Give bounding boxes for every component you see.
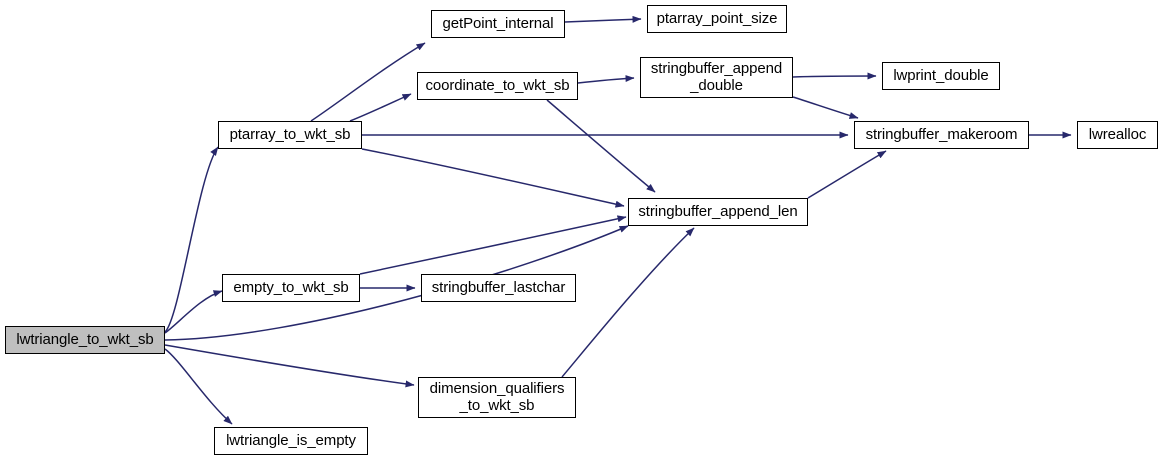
call-edge	[164, 146, 219, 333]
graph-node-empty-to-wkt-sb[interactable]: empty_to_wkt_sb	[222, 274, 360, 302]
graph-node-ptarray-point-size[interactable]: ptarray_point_size	[647, 5, 787, 33]
graph-node-stringbuffer-append-double[interactable]: stringbuffer_append _double	[640, 57, 793, 98]
call-edge	[546, 99, 656, 193]
call-edge	[164, 344, 415, 388]
graph-node-lwtriangle-to-wkt-sb[interactable]: lwtriangle_to_wkt_sb	[5, 326, 165, 354]
call-edge	[792, 72, 877, 80]
graph-node-label: ptarray_to_wkt_sb	[229, 125, 351, 143]
graph-node-label: stringbuffer_lastchar	[431, 278, 566, 296]
call-edge	[359, 215, 627, 275]
graph-node-label: coordinate_to_wkt_sb	[425, 76, 570, 94]
graph-node-coordinate-to-wkt-sb[interactable]: coordinate_to_wkt_sb	[417, 72, 578, 100]
graph-node-ptarray-to-wkt-sb[interactable]: ptarray_to_wkt_sb	[218, 121, 362, 149]
call-edge	[164, 290, 223, 334]
graph-node-label: getPoint_internal	[442, 14, 554, 32]
call-edge	[807, 150, 887, 199]
graph-node-lwtriangle-is-empty[interactable]: lwtriangle_is_empty	[214, 427, 368, 455]
call-edge	[577, 75, 635, 84]
graph-node-label: stringbuffer_append_len	[638, 202, 798, 220]
graph-node-label: stringbuffer_makeroom	[865, 125, 1018, 143]
graph-node-label: stringbuffer_append _double	[650, 59, 783, 94]
graph-node-label: ptarray_point_size	[656, 9, 778, 27]
graph-node-label: lwrealloc	[1088, 125, 1147, 143]
call-edge	[349, 93, 412, 122]
graph-node-lwrealloc[interactable]: lwrealloc	[1077, 121, 1158, 149]
call-edge	[564, 15, 642, 23]
graph-node-label: empty_to_wkt_sb	[233, 278, 349, 296]
call-edge	[561, 227, 695, 378]
graph-node-lwprint-double[interactable]: lwprint_double	[882, 62, 1000, 90]
graph-node-label: lwtriangle_is_empty	[226, 431, 356, 449]
call-edge	[361, 148, 625, 208]
graph-node-getPoint-internal[interactable]: getPoint_internal	[431, 10, 565, 38]
graph-node-label: lwprint_double	[893, 66, 989, 84]
graph-node-stringbuffer-lastchar[interactable]: stringbuffer_lastchar	[421, 274, 576, 302]
graph-node-dimension-qualifiers-to-wkt-sb[interactable]: dimension_qualifiers _to_wkt_sb	[418, 377, 576, 418]
call-edge	[792, 96, 859, 119]
call-edge	[164, 348, 233, 425]
graph-node-stringbuffer-append-len[interactable]: stringbuffer_append_len	[628, 198, 808, 226]
graph-node-label: lwtriangle_to_wkt_sb	[16, 330, 154, 348]
call-edge	[310, 42, 426, 122]
graph-node-stringbuffer-makeroom[interactable]: stringbuffer_makeroom	[854, 121, 1029, 149]
graph-node-label: dimension_qualifiers _to_wkt_sb	[429, 379, 565, 414]
